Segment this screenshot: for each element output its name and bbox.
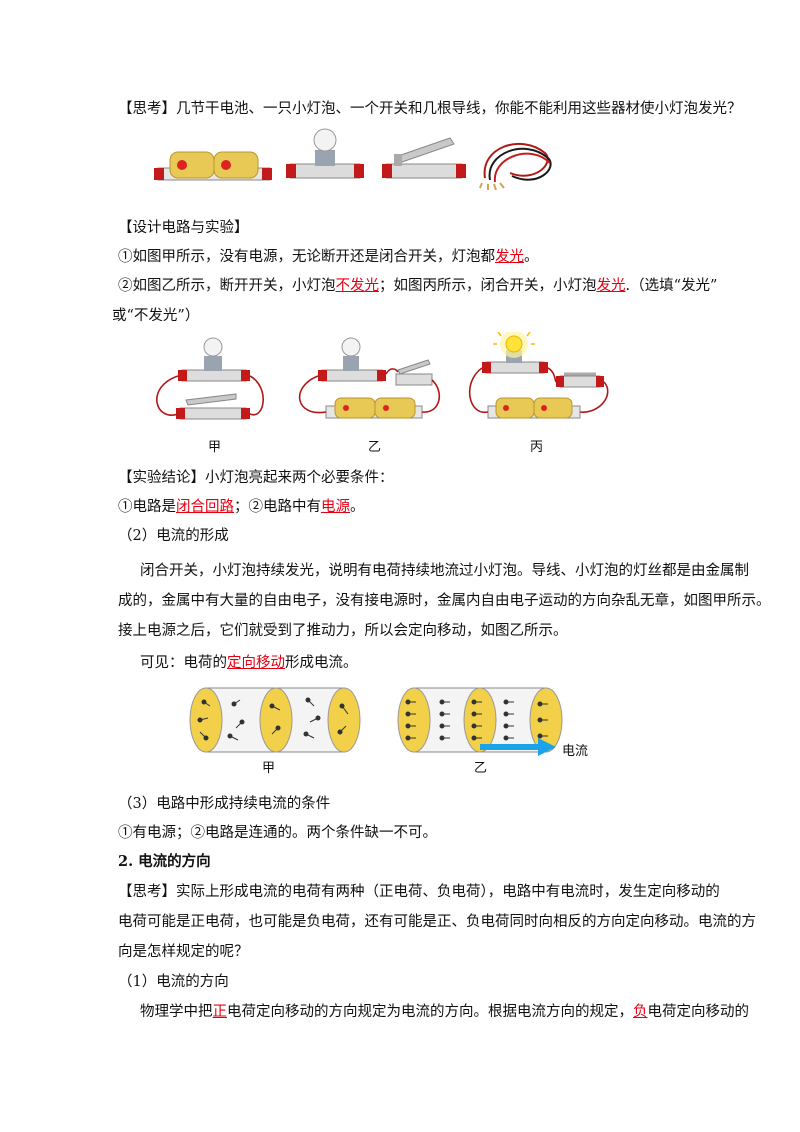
circuit-c: [468, 332, 609, 419]
paragraph-line: 闭合开关，小灯泡持续发光，说明有电荷持续地流过小灯泡。导线、小灯泡的灯丝都是由金…: [140, 563, 749, 579]
directed-electrons-cylinder: [397, 687, 563, 756]
bulb-holder-icon: [286, 128, 364, 179]
think-tag: 【思考】: [118, 884, 176, 900]
answer-blank: 闭合回路: [176, 499, 234, 515]
battery-pack-icon: [154, 151, 272, 181]
subsection-title: （1）电流的方向: [118, 974, 229, 990]
think2-line: 电荷可能是正电荷，也可能是负电荷，还有可能是正、负电荷同时向相反的方向定向移动。…: [118, 914, 756, 930]
answer-blank: 不发光: [335, 278, 380, 294]
last-line: 物理学中把正电荷定向移动的方向规定为电流的方向。根据电流方向的规定，负电荷定向移…: [140, 1002, 749, 1022]
think-tag: 【思考】: [118, 101, 176, 117]
caption-circuit-a: 甲: [208, 440, 222, 455]
cond-pre: ①电路是: [118, 499, 176, 515]
item2: ②如图乙所示，断开开关，小灯泡不发光；如图丙所示，闭合开关，小灯泡发光.（选填“…: [118, 276, 718, 296]
conditions: ①电路是闭合回路；②电路中有电源。: [118, 497, 718, 517]
section-3-title: （3）电路中形成持续电流的条件: [118, 796, 331, 812]
seen-post: 形成电流。: [285, 655, 358, 671]
caption-circuit-c: 丙: [530, 440, 544, 455]
circuit-b: [298, 337, 441, 419]
answer-blank: 发光: [596, 278, 626, 294]
caption-current-arrow: 电流: [562, 744, 589, 759]
design-heading: 【设计电路与实验】: [118, 220, 249, 236]
paragraph-line: 成的，金属中有大量的自由电子，没有接电源时，金属内自由电子运动的方向杂乱无章，如…: [118, 593, 771, 609]
section-3-text: ①有电源；②电路是连通的。两个条件缺一不可。: [118, 825, 437, 841]
think-paragraph: 【思考】几节干电池、一只小灯泡、一个开关和几根导线，你能不能利用这些器材使小灯泡…: [118, 99, 742, 119]
answer-blank: 正: [212, 1004, 228, 1020]
item1-post: 。: [524, 249, 539, 265]
current-arrow-icon: [480, 738, 556, 756]
item2-line2: 或“不发光”）: [112, 308, 200, 324]
item1: ①如图甲所示，没有电源，无论断开还是闭合开关，灯泡都发光。: [118, 247, 718, 267]
seen-line: 可见：电荷的定向移动形成电流。: [140, 653, 740, 673]
item2-mid: ；如图丙所示，闭合开关，小灯泡: [379, 278, 597, 294]
caption-electron-b: 乙: [474, 761, 488, 776]
answer-blank: 电源: [321, 499, 350, 515]
answer-blank: 发光: [495, 249, 524, 265]
item1-pre: ①如图甲所示，没有电源，无论断开还是闭合开关，灯泡都: [118, 249, 495, 265]
think2-line: 向是怎样规定的呢？: [118, 944, 249, 960]
think2-line: 【思考】实际上形成电流的电荷有两种（正电荷、负电荷），电路中有电流时，发生定向移…: [118, 882, 720, 902]
circuit-a: [156, 337, 264, 420]
conclusion: 【实验结论】小灯泡亮起来两个必要条件：: [118, 468, 718, 488]
cond-post: 。: [350, 499, 365, 515]
conclusion-tag: 【实验结论】: [118, 470, 205, 486]
wires-icon: [479, 143, 552, 191]
heading-current-direction: 2. 电流的方向: [118, 853, 211, 870]
caption-electron-a: 甲: [262, 761, 276, 776]
answer-blank: 负: [633, 1004, 648, 1020]
item2-post: .（选填“发光”: [625, 278, 718, 294]
last-mid: 电荷定向移动的方向规定为电流的方向。根据电流方向的规定，: [227, 1004, 633, 1020]
item2-pre: ②如图乙所示，断开开关，小灯泡: [118, 278, 336, 294]
seen-pre: 可见：电荷的: [140, 655, 227, 671]
section-2-title: （2）电流的形成: [118, 528, 229, 544]
caption-circuit-b: 乙: [368, 440, 382, 455]
answer-blank: 定向移动: [227, 655, 285, 671]
cond-mid: ；②电路中有: [234, 499, 321, 515]
last-post: 电荷定向移动的: [647, 1004, 750, 1020]
knife-switch-icon: [382, 137, 466, 179]
circuits-illustration: [156, 332, 609, 420]
think-text: 几节干电池、一只小灯泡、一个开关和几根导线，你能不能利用这些器材使小灯泡发光？: [176, 101, 742, 117]
electron-diagram: [189, 687, 563, 756]
paragraph-line: 接上电源之后，它们就受到了推动力，所以会定向移动，如图乙所示。: [118, 623, 568, 639]
think2-l1: 实际上形成电流的电荷有两种（正电荷、负电荷），电路中有电流时，发生定向移动的: [176, 884, 720, 900]
last-pre: 物理学中把: [140, 1004, 213, 1020]
random-electrons-cylinder: [189, 687, 361, 753]
conclusion-text: 小灯泡亮起来两个必要条件：: [205, 470, 394, 486]
equipment-illustration: [154, 128, 552, 191]
